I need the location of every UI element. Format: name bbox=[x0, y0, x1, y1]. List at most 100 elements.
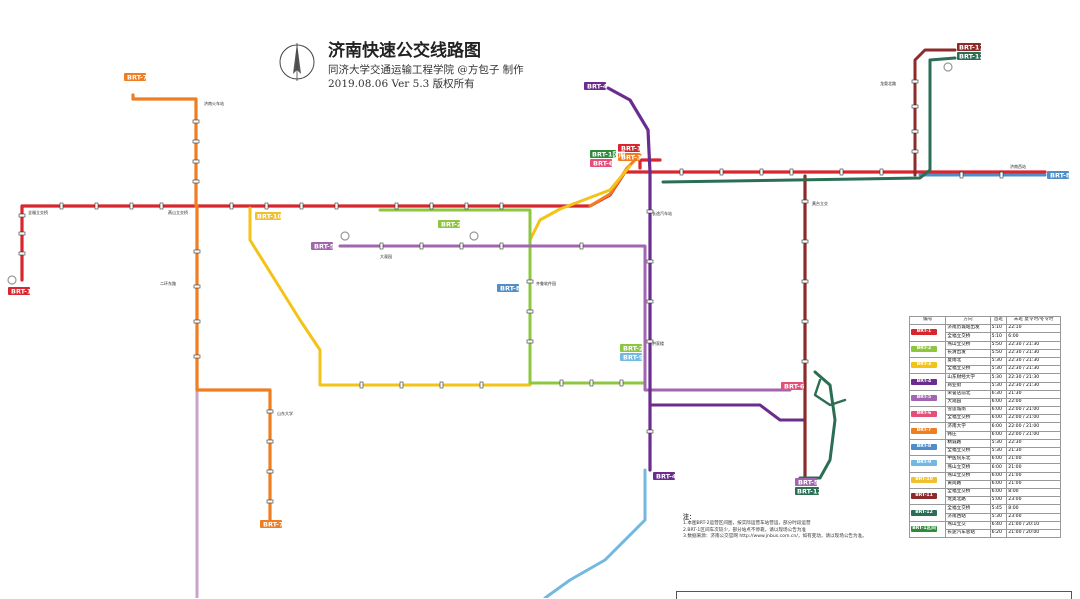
svg-text:BRT-8: BRT-8 bbox=[500, 285, 521, 293]
svg-text:BRT-2: BRT-2 bbox=[441, 221, 461, 229]
legend-cell: 6:00 bbox=[989, 422, 1008, 432]
station-label: 洪家楼 bbox=[652, 340, 664, 346]
legend-cell: 全福立交桥 bbox=[945, 414, 991, 424]
legend-cell: 龙奥北路 bbox=[945, 496, 991, 506]
legend-cell: 22:00 / 21:00 bbox=[1006, 406, 1061, 416]
svg-text:BRT-4: BRT-4 bbox=[587, 83, 608, 91]
line-brt7 bbox=[131, 93, 272, 522]
legend-line-badge: BRT-1区间 bbox=[911, 525, 937, 532]
station-label: 齐鲁软件园 bbox=[536, 280, 556, 286]
legend-cell: 22:30 / 21:30 bbox=[1006, 340, 1061, 350]
legend-cell: 燕山立交 bbox=[945, 520, 991, 530]
legend-line-cell: BRT-4 bbox=[908, 373, 947, 391]
legend-cell: 5:30 bbox=[989, 438, 1008, 449]
station-label: 燕山立交桥 bbox=[168, 209, 188, 215]
legend-line-cell: BRT-6 bbox=[908, 406, 947, 424]
svg-text:BRT-9: BRT-9 bbox=[623, 354, 644, 362]
svg-text:BRT-5: BRT-5 bbox=[314, 243, 335, 251]
map-subtitle: 同济大学交通运输工程学院 @方包子 制作 bbox=[328, 64, 524, 76]
legend-cell: 5:30 bbox=[989, 446, 1008, 457]
legend-cell: 6:00 bbox=[1006, 332, 1061, 342]
legend-cell: 21:00 / 20:10 bbox=[1006, 520, 1061, 530]
line-tags: BRT-7 BRT-1 BRT-4 BRT-1 BRT-3 BRT-1区间 BR… bbox=[8, 43, 1071, 529]
legend-line-badge: BRT-4 bbox=[911, 378, 937, 385]
legend-line-badge: BRT-10 bbox=[911, 476, 937, 483]
legend-cell: 6:00 bbox=[989, 455, 1008, 465]
station-label: 山东大学 bbox=[277, 410, 293, 416]
legend-cell: 中医院东北 bbox=[945, 455, 991, 465]
line-brt11 bbox=[913, 48, 957, 177]
legend-line-badge: BRT-7 bbox=[911, 427, 937, 434]
legend-cell: 22:00 / 21:00 bbox=[1006, 430, 1061, 440]
legend-cell: 5:10 bbox=[989, 324, 1008, 334]
legend-cell: 山东财经大学 bbox=[945, 373, 991, 383]
legend-cell: 5:50 bbox=[989, 348, 1008, 358]
legend-cell: 荣誉店前北 bbox=[945, 389, 991, 399]
svg-text:BRT-11: BRT-11 bbox=[959, 44, 984, 52]
svg-text:BRT-7: BRT-7 bbox=[263, 521, 283, 529]
legend-cell: 全福立交桥 bbox=[945, 332, 991, 342]
legend-line-badge: BRT-12 bbox=[911, 509, 937, 516]
station-label: 长途汽车站 bbox=[652, 210, 672, 216]
svg-text:BRT-4: BRT-4 bbox=[656, 473, 677, 481]
legend-cell: 5:30 bbox=[989, 512, 1008, 522]
legend-cell: 全福立交桥 bbox=[945, 446, 991, 457]
interchange-icons bbox=[7, 62, 953, 285]
legend-line-cell: BRT-2 bbox=[908, 340, 947, 358]
svg-text:BRT-6: BRT-6 bbox=[593, 160, 614, 168]
legend-cell: 22:30 bbox=[1006, 438, 1061, 449]
legend-cell: 5:00 bbox=[989, 496, 1008, 506]
legend-line-badge: BRT-8 bbox=[911, 444, 937, 451]
legend-cell: 22:00 / 21:00 bbox=[1006, 422, 1061, 432]
legend-cell: 燕山立交桥 bbox=[945, 340, 991, 350]
legend-cell: 黄岗路 bbox=[945, 479, 991, 489]
line-brt12-south bbox=[798, 370, 837, 480]
legend-cell: 21:00 bbox=[1006, 479, 1061, 489]
legend-line-cell: BRT-12 bbox=[908, 504, 947, 522]
legend-line-cell: BRT-9 bbox=[908, 455, 947, 473]
legend-cell: 5:30 bbox=[989, 381, 1008, 391]
legend-cell: 6:40 bbox=[989, 520, 1008, 530]
legend-line-badge: BRT-6 bbox=[911, 411, 937, 418]
legend-cell: 燕山立交桥 bbox=[945, 463, 991, 473]
legend-cell: 6:20 bbox=[989, 528, 1008, 539]
legend-cell: 6:00 bbox=[989, 487, 1008, 498]
svg-text:BRT-12: BRT-12 bbox=[797, 488, 822, 496]
map-version: 2019.08.06 Ver 5.3 版权所有 bbox=[328, 78, 475, 90]
map-title: 济南快速公交线路图 bbox=[328, 41, 481, 61]
notes-title: 注： bbox=[683, 514, 696, 521]
svg-text:BRT-5: BRT-5 bbox=[798, 479, 819, 487]
legend-line-cell: BRT-1区间 bbox=[908, 520, 947, 539]
legend-header: 末班 夏令时/冬令时 bbox=[1006, 315, 1061, 326]
legend-cell: 22:00 bbox=[1006, 397, 1061, 408]
legend-cell: 雪莲城南 bbox=[945, 406, 991, 416]
legend-line-badge: BRT-3 bbox=[911, 362, 937, 369]
line-brt5 bbox=[338, 244, 792, 392]
legend-cell: 6:00 bbox=[989, 430, 1008, 440]
legend-line-cell: BRT-8 bbox=[908, 438, 947, 457]
legend-cell: 济南大学 bbox=[945, 422, 991, 432]
legend-cell: 22:10 bbox=[1006, 324, 1061, 334]
legend-cell: 夏雨北 bbox=[945, 356, 991, 367]
station-label: 大观园 bbox=[380, 253, 392, 259]
legend-line-badge: BRT-5 bbox=[911, 394, 937, 401]
legend-cell: 22:30 / 21:30 bbox=[1006, 373, 1061, 383]
svg-text:BRT-6: BRT-6 bbox=[784, 383, 805, 391]
legend-cell: 5:30 bbox=[989, 373, 1008, 383]
line-brt1 bbox=[20, 170, 1047, 282]
legend-header: 方向 bbox=[945, 315, 991, 326]
line-brt4 bbox=[606, 86, 652, 472]
legend-header: 编号 bbox=[908, 315, 947, 326]
